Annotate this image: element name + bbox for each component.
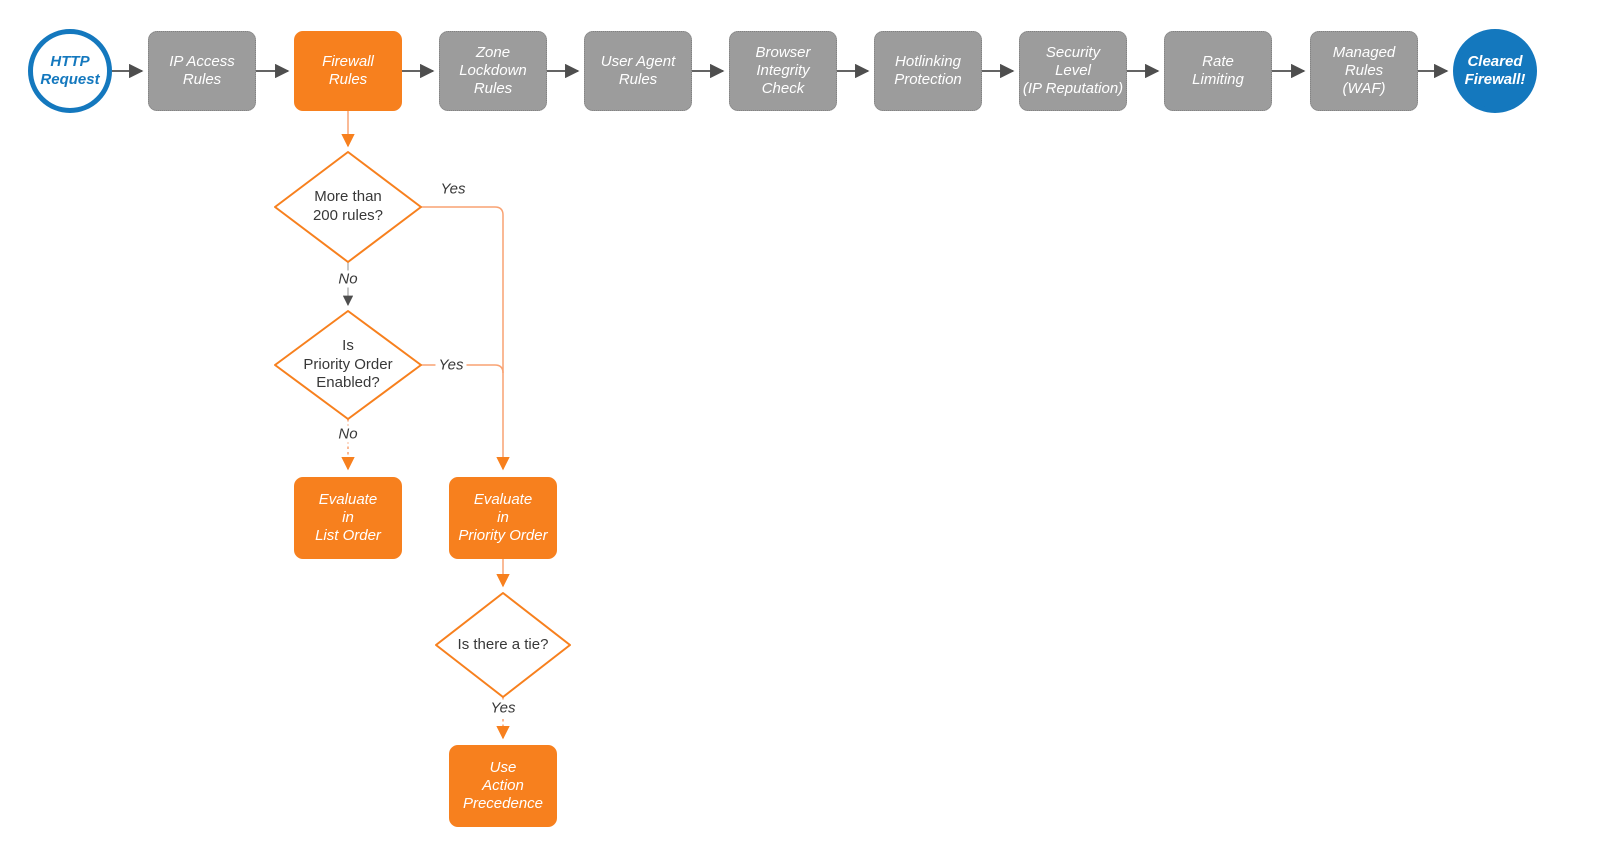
node-managed-rules-waf: Managed Rules (WAF) (1310, 31, 1418, 111)
node-firewall-rules: Firewall Rules (294, 31, 402, 111)
node-ip-access-rules: IP Access Rules (148, 31, 256, 111)
arrow-yes-decision-200-to-priority-order (421, 206, 510, 471)
node-hotlinking-protection: Hotlinking Protection (874, 31, 982, 111)
node-http-request: HTTP Request (28, 29, 112, 113)
node-zone-lockdown-rules: Zone Lockdown Rules (439, 31, 547, 111)
node-rate-limiting: Rate Limiting (1164, 31, 1272, 111)
node-security-level: Security Level (IP Reputation) (1019, 31, 1127, 111)
node-evaluate-list-order: Evaluate in List Order (294, 477, 402, 559)
arrow-yes-decision-priority-to-priority-order (421, 364, 504, 374)
edge-label-yes-tie: Yes (487, 699, 519, 717)
node-browser-integrity-check: Browser Integrity Check (729, 31, 837, 111)
decision-tie-shape (435, 592, 571, 698)
node-cleared-firewall: Cleared Firewall! (1453, 29, 1537, 113)
node-user-agent-rules: User Agent Rules (584, 31, 692, 111)
decision-tie-label: Is there a tie? (457, 635, 549, 653)
edge-label-yes-priority: Yes (435, 356, 467, 374)
decision-priority-enabled-shape (274, 310, 422, 420)
node-use-action-precedence: Use Action Precedence (449, 745, 557, 827)
decision-priority-enabled-label: Is Priority Order Enabled? (303, 336, 393, 392)
edge-label-yes-200: Yes (437, 180, 469, 198)
edge-label-no-200: No (335, 270, 361, 288)
node-evaluate-priority-order: Evaluate in Priority Order (449, 477, 557, 559)
edge-label-no-priority: No (335, 425, 361, 443)
decision-more-than-200-shape (274, 151, 422, 263)
decision-more-than-200-label: More than 200 rules? (312, 188, 384, 224)
